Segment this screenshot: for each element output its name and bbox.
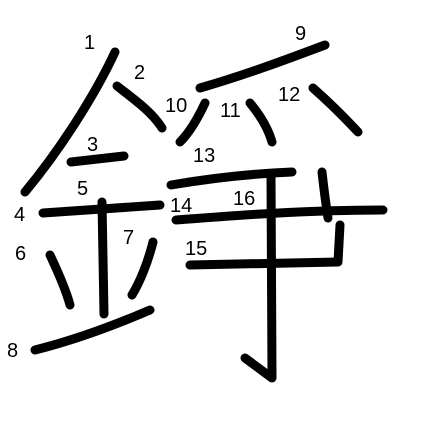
stroke-16	[240, 170, 277, 383]
stroke-2	[112, 81, 167, 133]
stroke-number-13: 13	[193, 145, 215, 167]
stroke-1	[20, 47, 120, 197]
stroke-6	[45, 250, 75, 310]
stroke-number-7: 7	[123, 227, 134, 249]
stroke-15	[185, 220, 345, 270]
stroke-3	[66, 151, 129, 167]
stroke-number-12: 12	[278, 84, 300, 106]
stroke-number-6: 6	[15, 243, 26, 265]
stroke-number-16: 16	[233, 188, 255, 210]
stroke-number-10: 10	[165, 95, 187, 117]
stroke-number-14: 14	[170, 195, 192, 217]
stroke-number-15: 15	[185, 238, 207, 260]
stroke-number-5: 5	[77, 178, 88, 200]
stroke-8	[30, 305, 155, 355]
stroke-11	[245, 98, 277, 147]
stroke-number-11: 11	[220, 100, 241, 122]
stroke-13	[166, 167, 297, 190]
stroke-7	[127, 237, 158, 300]
stroke-number-1: 1	[84, 32, 95, 54]
stroke-number-4: 4	[14, 204, 25, 226]
stroke-number-8: 8	[7, 340, 18, 362]
stroke-10	[175, 98, 210, 147]
stroke-number-9: 9	[295, 23, 306, 45]
stroke-5	[97, 197, 109, 319]
stroke-14	[171, 205, 388, 225]
stroke-number-3: 3	[87, 134, 98, 156]
stroke-number-2: 2	[134, 62, 145, 84]
stroke-12	[308, 83, 363, 137]
stroke-9	[195, 40, 330, 93]
